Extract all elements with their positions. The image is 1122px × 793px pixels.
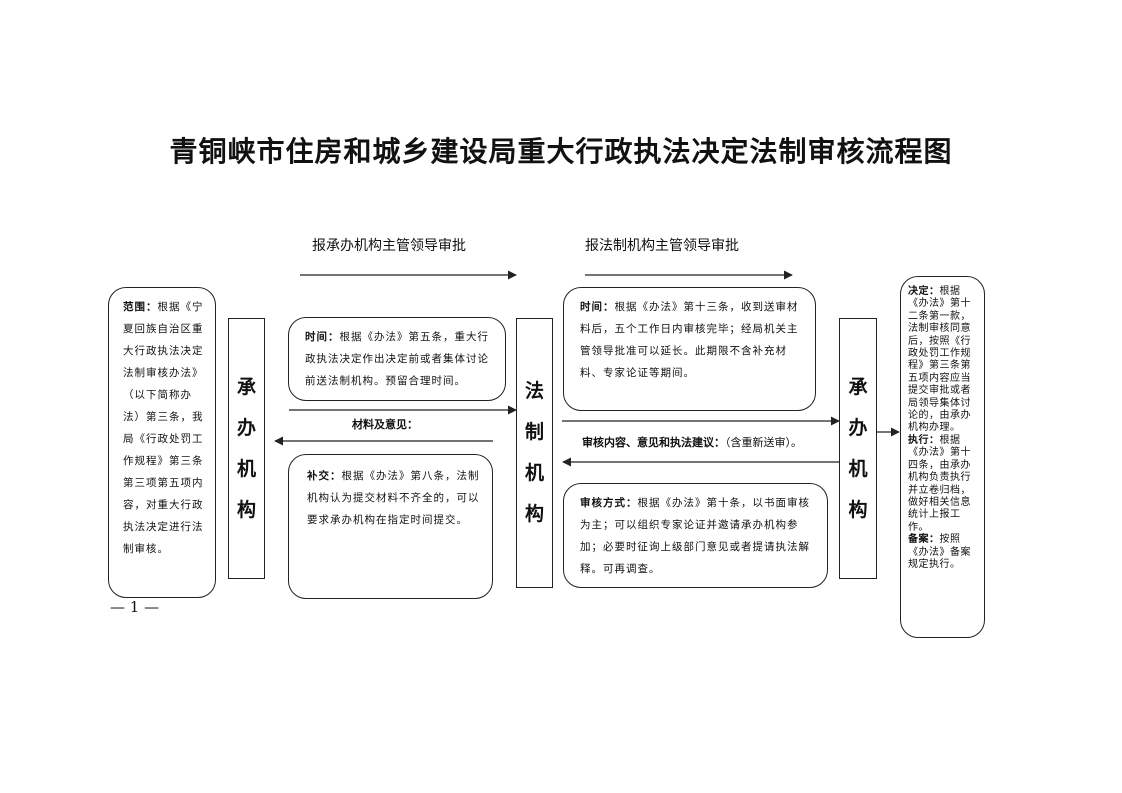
node-undertaking-2: 承办机构 bbox=[839, 318, 877, 579]
execution-heading: 执行： bbox=[908, 434, 940, 446]
label-legal-approval: 报法制机构主管领导审批 bbox=[585, 238, 739, 254]
execution-text: 根据《办法》第十四条，由承办机构负责执行并立卷归档，做好相关信息统计上报工作。 bbox=[908, 434, 971, 533]
node-undertaking-1-label: 承办机构 bbox=[236, 375, 256, 521]
filing-heading: 备案： bbox=[908, 534, 940, 546]
page-title: 青铜峡市住房和城乡建设局重大行政执法决定法制审核流程图 bbox=[169, 135, 953, 168]
review-label: 审核内容、意见和执法建议：（含重新送审）。 bbox=[582, 434, 802, 450]
time-2-text: 根据《办法》第十三条，收到送审材料后，五个工作日内审核完毕；经局机关主管领导批准… bbox=[580, 301, 799, 379]
review-method-heading: 审核方式： bbox=[580, 497, 638, 509]
time-1-heading: 时间： bbox=[305, 331, 340, 343]
time-2-heading: 时间： bbox=[580, 301, 615, 313]
decision-heading: 决定： bbox=[908, 286, 940, 297]
node-undertaking-1: 承办机构 bbox=[228, 318, 265, 579]
review-method-box: 审核方式：根据《办法》第十条，以书面审核为主；可以组织专家论证并邀请承办机构参加… bbox=[563, 483, 828, 588]
scope-box: 范围：根据《宁夏回族自治区重大行政执法决定法制审核办法》（以下简称办法）第三条，… bbox=[108, 287, 216, 598]
time-box-1: 时间：根据《办法》第五条，重大行政执法决定作出决定前或者集体讨论前送法制机构。预… bbox=[288, 317, 506, 401]
node-legal-label: 法制机构 bbox=[524, 380, 544, 525]
scope-text: 根据《宁夏回族自治区重大行政执法决定法制审核办法》（以下简称办法）第三条，我局《… bbox=[123, 301, 204, 555]
materials-label: 材料及意见： bbox=[352, 418, 418, 431]
time-1-text: 根据《办法》第五条，重大行政执法决定作出决定前或者集体讨论前送法制机构。预留合理… bbox=[305, 331, 489, 387]
supplement-heading: 补交： bbox=[307, 470, 342, 482]
time-box-2: 时间：根据《办法》第十三条，收到送审材料后，五个工作日内审核完毕；经局机关主管领… bbox=[563, 287, 816, 411]
outcome-box: 决定：根据《办法》第十二条第一款，法制审核同意后，按照《行政处罚工作规程》第三条… bbox=[900, 276, 985, 638]
scope-heading: 范围： bbox=[123, 301, 158, 313]
label-undertaking-approval: 报承办机构主管领导审批 bbox=[312, 238, 466, 254]
supplement-box: 补交：根据《办法》第八条，法制机构认为提交材料不齐全的，可以要求承办机构在指定时… bbox=[288, 454, 493, 599]
review-label-normal: （含重新送审）。 bbox=[725, 436, 802, 449]
review-method-text: 根据《办法》第十条，以书面审核为主；可以组织专家论证并邀请承办机构参加；必要时征… bbox=[580, 497, 810, 575]
filing-text: 按照《办法》备案规定执行。 bbox=[908, 534, 971, 570]
node-undertaking-2-label: 承办机构 bbox=[848, 375, 868, 521]
node-legal: 法制机构 bbox=[516, 318, 553, 588]
review-label-bold: 审核内容、意见和执法建议： bbox=[582, 436, 725, 449]
decision-text: 根据《办法》第十二条第一款，法制审核同意后，按照《行政处罚工作规程》第三条第五项… bbox=[908, 286, 971, 434]
page-number: — 1 — bbox=[110, 598, 160, 616]
supplement-text: 根据《办法》第八条，法制机构认为提交材料不齐全的，可以要求承办机构在指定时间提交… bbox=[307, 470, 480, 526]
